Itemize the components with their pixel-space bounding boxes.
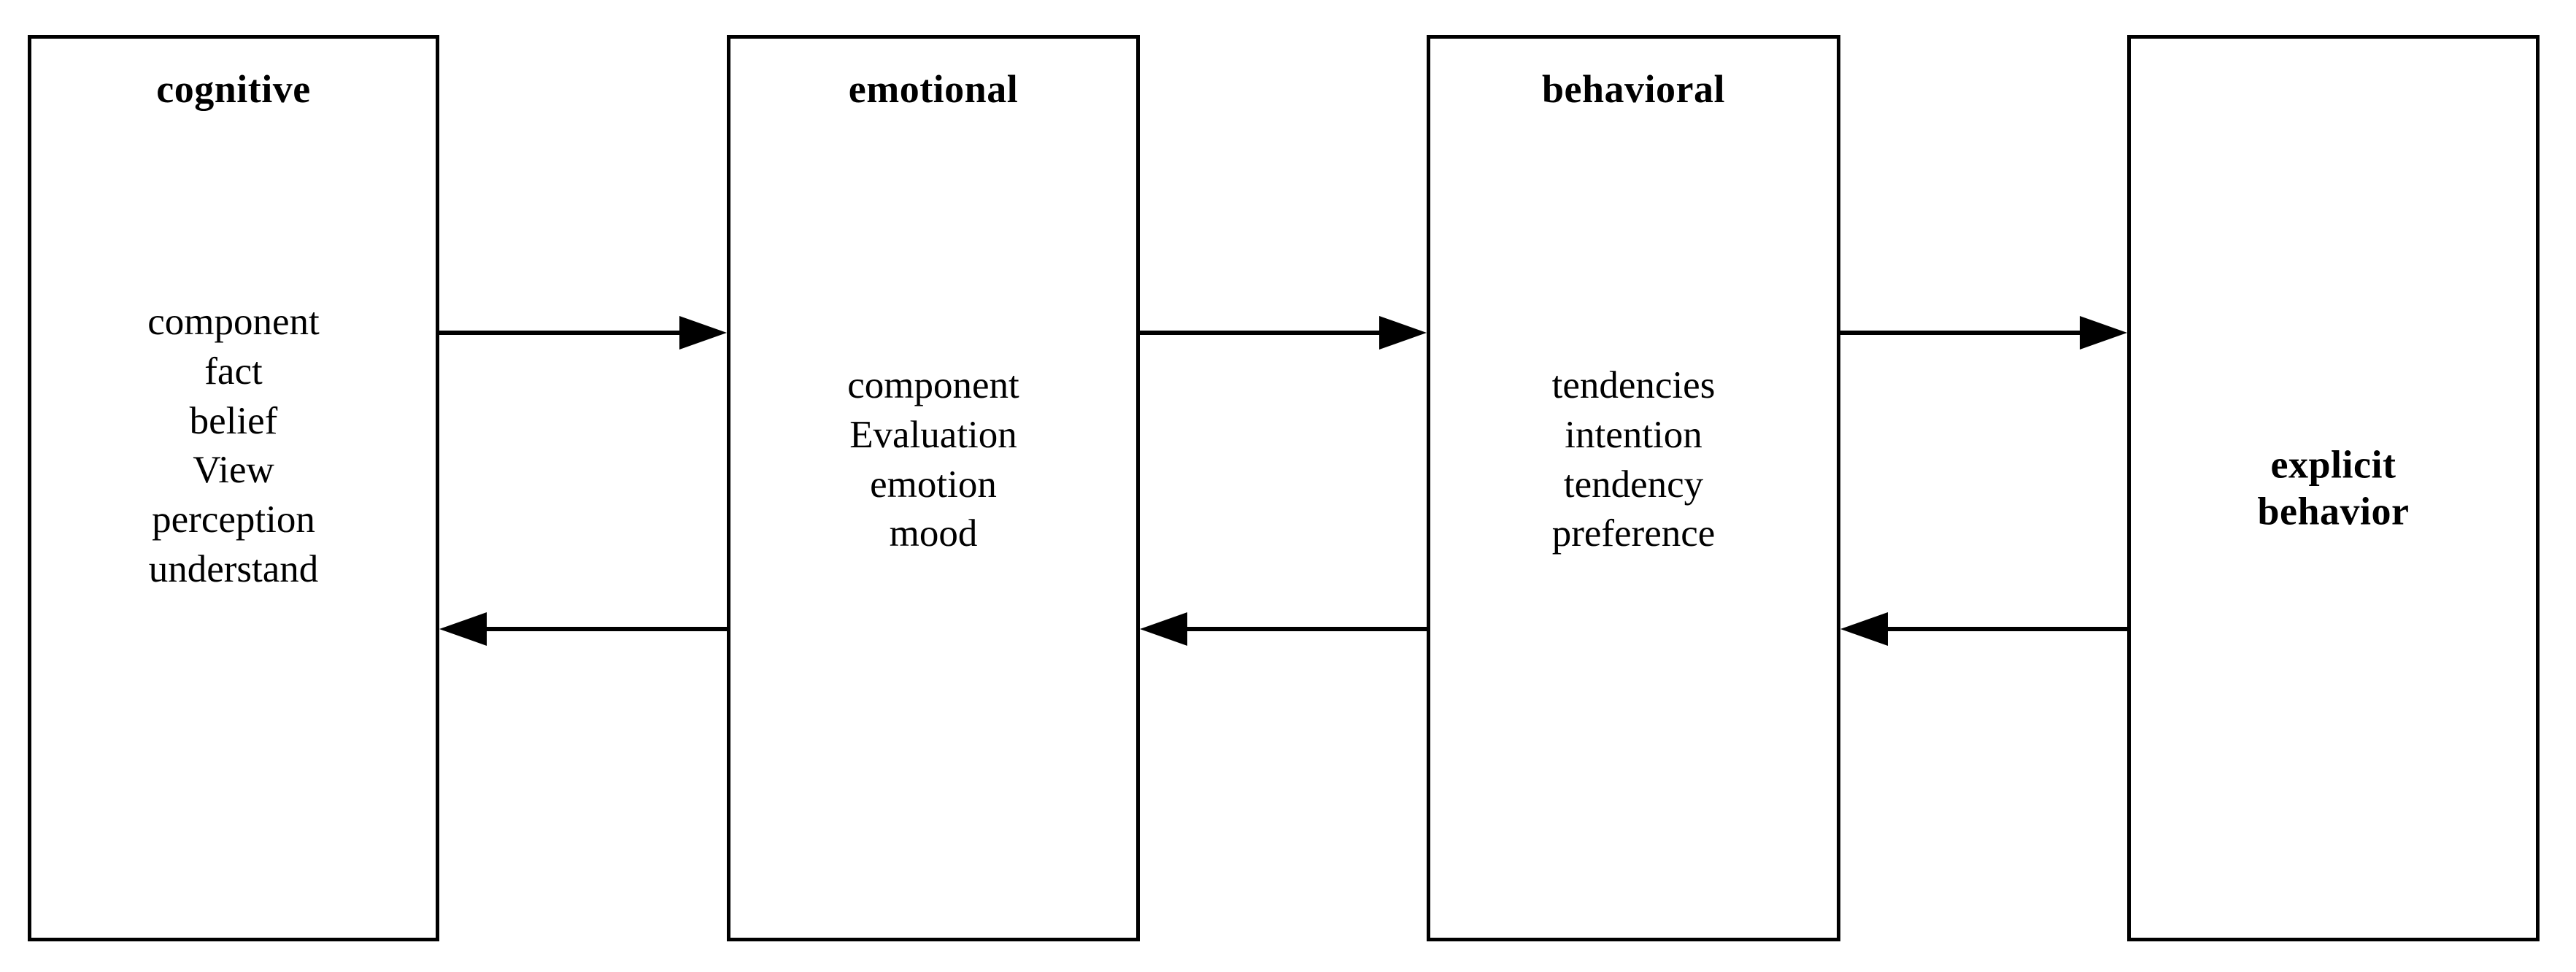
arrow-explicit-behavior-to-behavioral — [1840, 607, 2127, 651]
list-item: understand — [148, 548, 319, 591]
node-explicit-behavior[interactable]: explicit behavior — [2127, 35, 2540, 941]
arrow-behavioral-to-emotional — [1140, 607, 1427, 651]
list-item: component — [147, 301, 320, 343]
node-cognitive-list: component fact belief View perception un… — [31, 298, 436, 595]
arrow-cognitive-to-emotional — [439, 311, 727, 355]
list-item: mood — [889, 512, 978, 555]
node-cognitive[interactable]: cognitive component fact belief View per… — [28, 35, 439, 941]
node-cognitive-title: cognitive — [156, 67, 311, 111]
list-item: View — [193, 449, 274, 492]
node-explicit-behavior-title-line1: explicit — [2270, 442, 2396, 487]
list-item: tendency — [1563, 463, 1704, 506]
list-item: belief — [189, 399, 278, 442]
list-item: emotion — [870, 463, 997, 506]
arrow-emotional-to-cognitive — [439, 607, 727, 651]
list-item: tendencies — [1551, 364, 1716, 406]
node-emotional[interactable]: emotional component Evaluation emotion m… — [727, 35, 1140, 941]
list-item: fact — [204, 350, 263, 393]
node-behavioral[interactable]: behavioral tendencies intention tendency… — [1427, 35, 1840, 941]
node-emotional-title: emotional — [848, 67, 1019, 111]
arrow-emotional-to-behavioral — [1140, 311, 1427, 355]
node-emotional-list: component Evaluation emotion mood — [730, 361, 1136, 559]
list-item: Evaluation — [849, 413, 1017, 456]
node-behavioral-title: behavioral — [1541, 67, 1725, 111]
arrow-behavioral-to-explicit-behavior — [1840, 311, 2127, 355]
node-behavioral-list: tendencies intention tendency preference — [1430, 361, 1837, 559]
list-item: preference — [1551, 512, 1716, 555]
node-explicit-behavior-title: explicit behavior — [2131, 441, 2536, 534]
list-item: perception — [152, 498, 315, 541]
list-item: component — [847, 364, 1019, 406]
node-explicit-behavior-title-line2: behavior — [2257, 489, 2410, 533]
list-item: intention — [1565, 413, 1702, 456]
